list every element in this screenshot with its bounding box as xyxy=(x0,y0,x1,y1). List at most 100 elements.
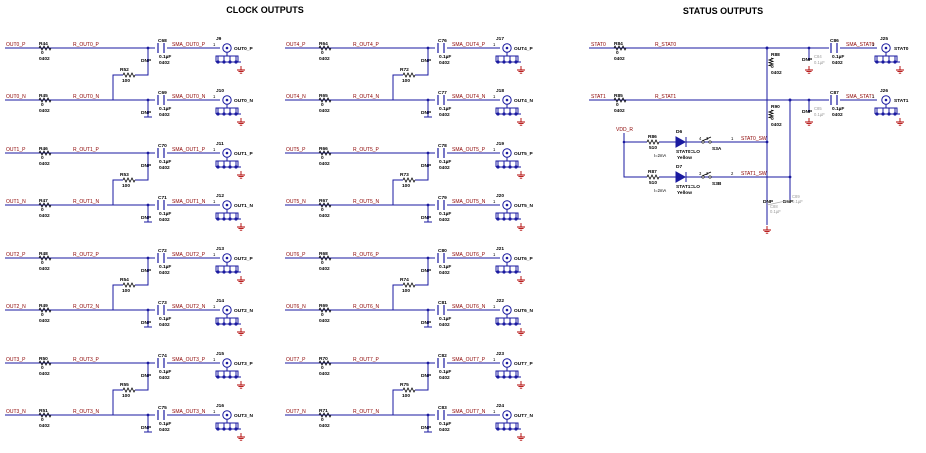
sma-net-label: SMA_STAT0 xyxy=(846,42,875,48)
resistor-ref: R47 xyxy=(39,198,48,204)
dnp-label: DNP xyxy=(141,373,152,379)
dnp-label: DNP xyxy=(141,425,152,431)
pin-number: 1 xyxy=(213,42,216,47)
resistor-ref: R51 xyxy=(39,408,48,414)
sma-connector-icon xyxy=(495,43,521,64)
capacitor-value: 0.1µF xyxy=(439,316,451,322)
series-resistor xyxy=(318,97,332,103)
resistor-value: 0 xyxy=(321,207,324,213)
ground-icon xyxy=(237,118,245,126)
connector-label: OUT0_N xyxy=(234,98,253,104)
ground-icon xyxy=(237,66,245,74)
resistor-value: 0 xyxy=(41,207,44,213)
termination-resistor-ref: R52 xyxy=(120,67,129,73)
resistor-package: 0402 xyxy=(39,371,50,377)
net-label: OUT0_P xyxy=(6,42,26,48)
r-net-label: R_STAT1 xyxy=(655,94,676,100)
resistor-value: 0 xyxy=(41,260,44,266)
capacitor-value: 0.1µF xyxy=(159,316,171,322)
sma-connector-icon xyxy=(495,358,521,379)
coupling-capacitor xyxy=(157,43,165,53)
connector-label: OUT3_P xyxy=(234,361,253,367)
ghost-capacitor-ref: C89 xyxy=(792,194,800,199)
dnp-label: DNP xyxy=(763,199,774,205)
series-resistor xyxy=(38,45,52,51)
ground-icon xyxy=(517,223,525,231)
resistor-ref: R48 xyxy=(39,251,48,257)
sma-connector-icon xyxy=(215,305,241,326)
resistor-value: 0 xyxy=(41,417,44,423)
sma-net-label: SMA_OUT7_P xyxy=(452,357,486,363)
led-current: I=2mA xyxy=(654,153,666,158)
capacitor-ref: C71 xyxy=(158,195,167,201)
connector-label: OUT2_N xyxy=(234,308,253,314)
capacitor-package: 0402 xyxy=(439,427,450,433)
termination-resistor-ref: R72 xyxy=(400,67,409,73)
resistor-value: 0 xyxy=(321,260,324,266)
resistor-ref: R84 xyxy=(614,41,623,47)
sma-net-label: SMA_OUT4_P xyxy=(452,42,486,48)
termination-resistor xyxy=(122,177,136,183)
capacitor-ref: C83 xyxy=(438,405,447,411)
termination-resistor-value: 100 xyxy=(122,78,130,84)
termination-resistor xyxy=(122,387,136,393)
ground-icon xyxy=(237,276,245,284)
resistor-value: 0 xyxy=(41,312,44,318)
pin-number: 1 xyxy=(213,94,216,99)
sma-net-label: SMA_OUT5_P xyxy=(452,147,486,153)
connector-ref: J26 xyxy=(880,88,888,94)
termination-resistor-ref: R55 xyxy=(120,382,129,388)
ghost-capacitor-value: 0.1µF xyxy=(814,112,825,117)
dnp-label: DNP xyxy=(421,58,432,64)
resistor-package: 0402 xyxy=(319,108,330,114)
net-label: OUT2_N xyxy=(6,304,26,310)
connector-ref: J18 xyxy=(496,88,504,94)
capacitor-value: 0.1µF xyxy=(439,264,451,270)
connector-label: OUT0_P xyxy=(234,46,253,52)
ground-icon xyxy=(896,118,904,126)
capacitor-ref: C72 xyxy=(158,248,167,254)
led-name: STAT1=LO xyxy=(676,184,700,190)
resistor-ref: R67 xyxy=(319,198,328,204)
r-net-label: R_OUT0_N xyxy=(73,94,100,100)
ground-icon xyxy=(763,226,771,234)
resistor-package: 0402 xyxy=(319,161,330,167)
pin-number: 1 xyxy=(213,199,216,204)
resistor-ref: R69 xyxy=(319,303,328,309)
capacitor-ref: C68 xyxy=(158,38,167,44)
net-label: OUT6_N xyxy=(286,304,306,310)
pin-number: 1 xyxy=(493,42,496,47)
termination-resistor-value: 100 xyxy=(402,183,410,189)
connector-label: OUT5_N xyxy=(514,203,533,209)
termination-resistor-value: 100 xyxy=(122,288,130,294)
ghost-capacitor-value: 0.1µF xyxy=(792,199,803,204)
net-label: OUT2_P xyxy=(6,252,26,258)
sma-net-label: SMA_OUT3_N xyxy=(172,409,206,415)
sma-connector-icon xyxy=(215,43,241,64)
r-net-label: R_OUT7_N xyxy=(353,409,380,415)
dnp-label: DNP xyxy=(141,320,152,326)
ground-icon xyxy=(517,381,525,389)
pin-number: 1 xyxy=(213,357,216,362)
series-resistor xyxy=(318,150,332,156)
sma-connector-icon xyxy=(495,253,521,274)
termination-resistor xyxy=(402,72,416,78)
resistor-package: 0402 xyxy=(39,161,50,167)
series-resistor xyxy=(38,202,52,208)
capacitor-value: 0.1µF xyxy=(439,54,451,60)
series-resistor xyxy=(318,412,332,418)
sma-connector-icon xyxy=(874,95,900,116)
capacitor-ref: C74 xyxy=(158,353,167,359)
ghost-capacitor-value: 0.1µF xyxy=(814,60,825,65)
r-net-label: R_OUT7_P xyxy=(353,357,380,363)
ground-icon xyxy=(517,118,525,126)
dnp-label: DNP xyxy=(421,268,432,274)
termination-resistor-value: 100 xyxy=(402,288,410,294)
connector-label: OUT6_N xyxy=(514,308,533,314)
ground-icon xyxy=(237,171,245,179)
capacitor-value: 0.1µF xyxy=(159,106,171,112)
r-net-label: R_OUT4_P xyxy=(353,42,380,48)
